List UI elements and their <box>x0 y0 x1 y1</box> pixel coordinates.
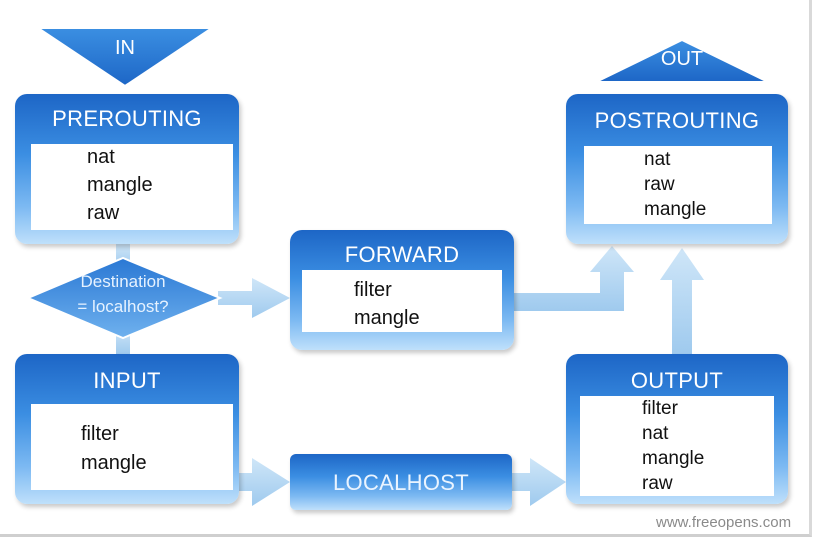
arrow-localhost-to-output <box>512 458 566 506</box>
chain-forward: FORWARD filter mangle <box>290 230 514 350</box>
chain-input: INPUT filter mangle <box>15 354 239 504</box>
chain-postrouting: POSTROUTING nat raw mangle <box>566 94 788 244</box>
table-mangle: mangle <box>354 307 420 329</box>
table-mangle: mangle <box>81 452 147 474</box>
out-triangle <box>595 38 769 83</box>
table-filter: filter <box>354 279 392 301</box>
localhost-box: LOCALHOST <box>290 454 512 510</box>
table-filter: filter <box>642 398 678 419</box>
localhost-label: LOCALHOST <box>333 470 469 495</box>
table-list-forward: filter mangle <box>302 270 502 332</box>
chain-title-prerouting: PREROUTING <box>52 106 202 131</box>
table-list-prerouting: nat mangle raw <box>31 144 233 230</box>
chain-title-input: INPUT <box>93 368 161 393</box>
decision-diamond <box>25 256 223 340</box>
table-mangle: mangle <box>87 174 153 196</box>
in-triangle <box>34 27 216 88</box>
table-list-output: filter nat mangle raw <box>580 396 774 496</box>
table-raw: raw <box>644 174 675 195</box>
table-raw: raw <box>642 473 673 494</box>
arrow-output-to-postrouting <box>660 248 704 354</box>
table-nat: nat <box>644 149 671 170</box>
out-label: OUT <box>660 48 704 70</box>
table-mangle: mangle <box>642 448 705 469</box>
watermark: www.freeopens.com <box>656 514 792 531</box>
arrow-decision-to-forward <box>218 278 290 318</box>
chain-title-output: OUTPUT <box>630 368 724 393</box>
table-list-postrouting: nat raw mangle <box>584 146 772 224</box>
table-nat: nat <box>642 423 669 444</box>
chain-title-forward: FORWARD <box>344 242 460 267</box>
chain-prerouting: PREROUTING nat mangle raw <box>15 94 239 244</box>
decision-label-line1: Destination <box>80 272 166 291</box>
in-label: IN <box>115 37 135 59</box>
decision-label-line2: = localhost? <box>77 297 169 316</box>
table-mangle: mangle <box>644 199 707 220</box>
table-filter: filter <box>81 423 119 445</box>
table-list-input: filter mangle <box>31 404 233 490</box>
arrow-input-to-localhost <box>238 458 290 506</box>
table-raw: raw <box>87 202 120 224</box>
arrow-forward-to-postrouting <box>514 246 634 311</box>
table-nat: nat <box>87 146 115 168</box>
chain-output: OUTPUT filter nat mangle raw <box>566 354 788 504</box>
chain-title-postrouting: POSTROUTING <box>594 108 760 133</box>
